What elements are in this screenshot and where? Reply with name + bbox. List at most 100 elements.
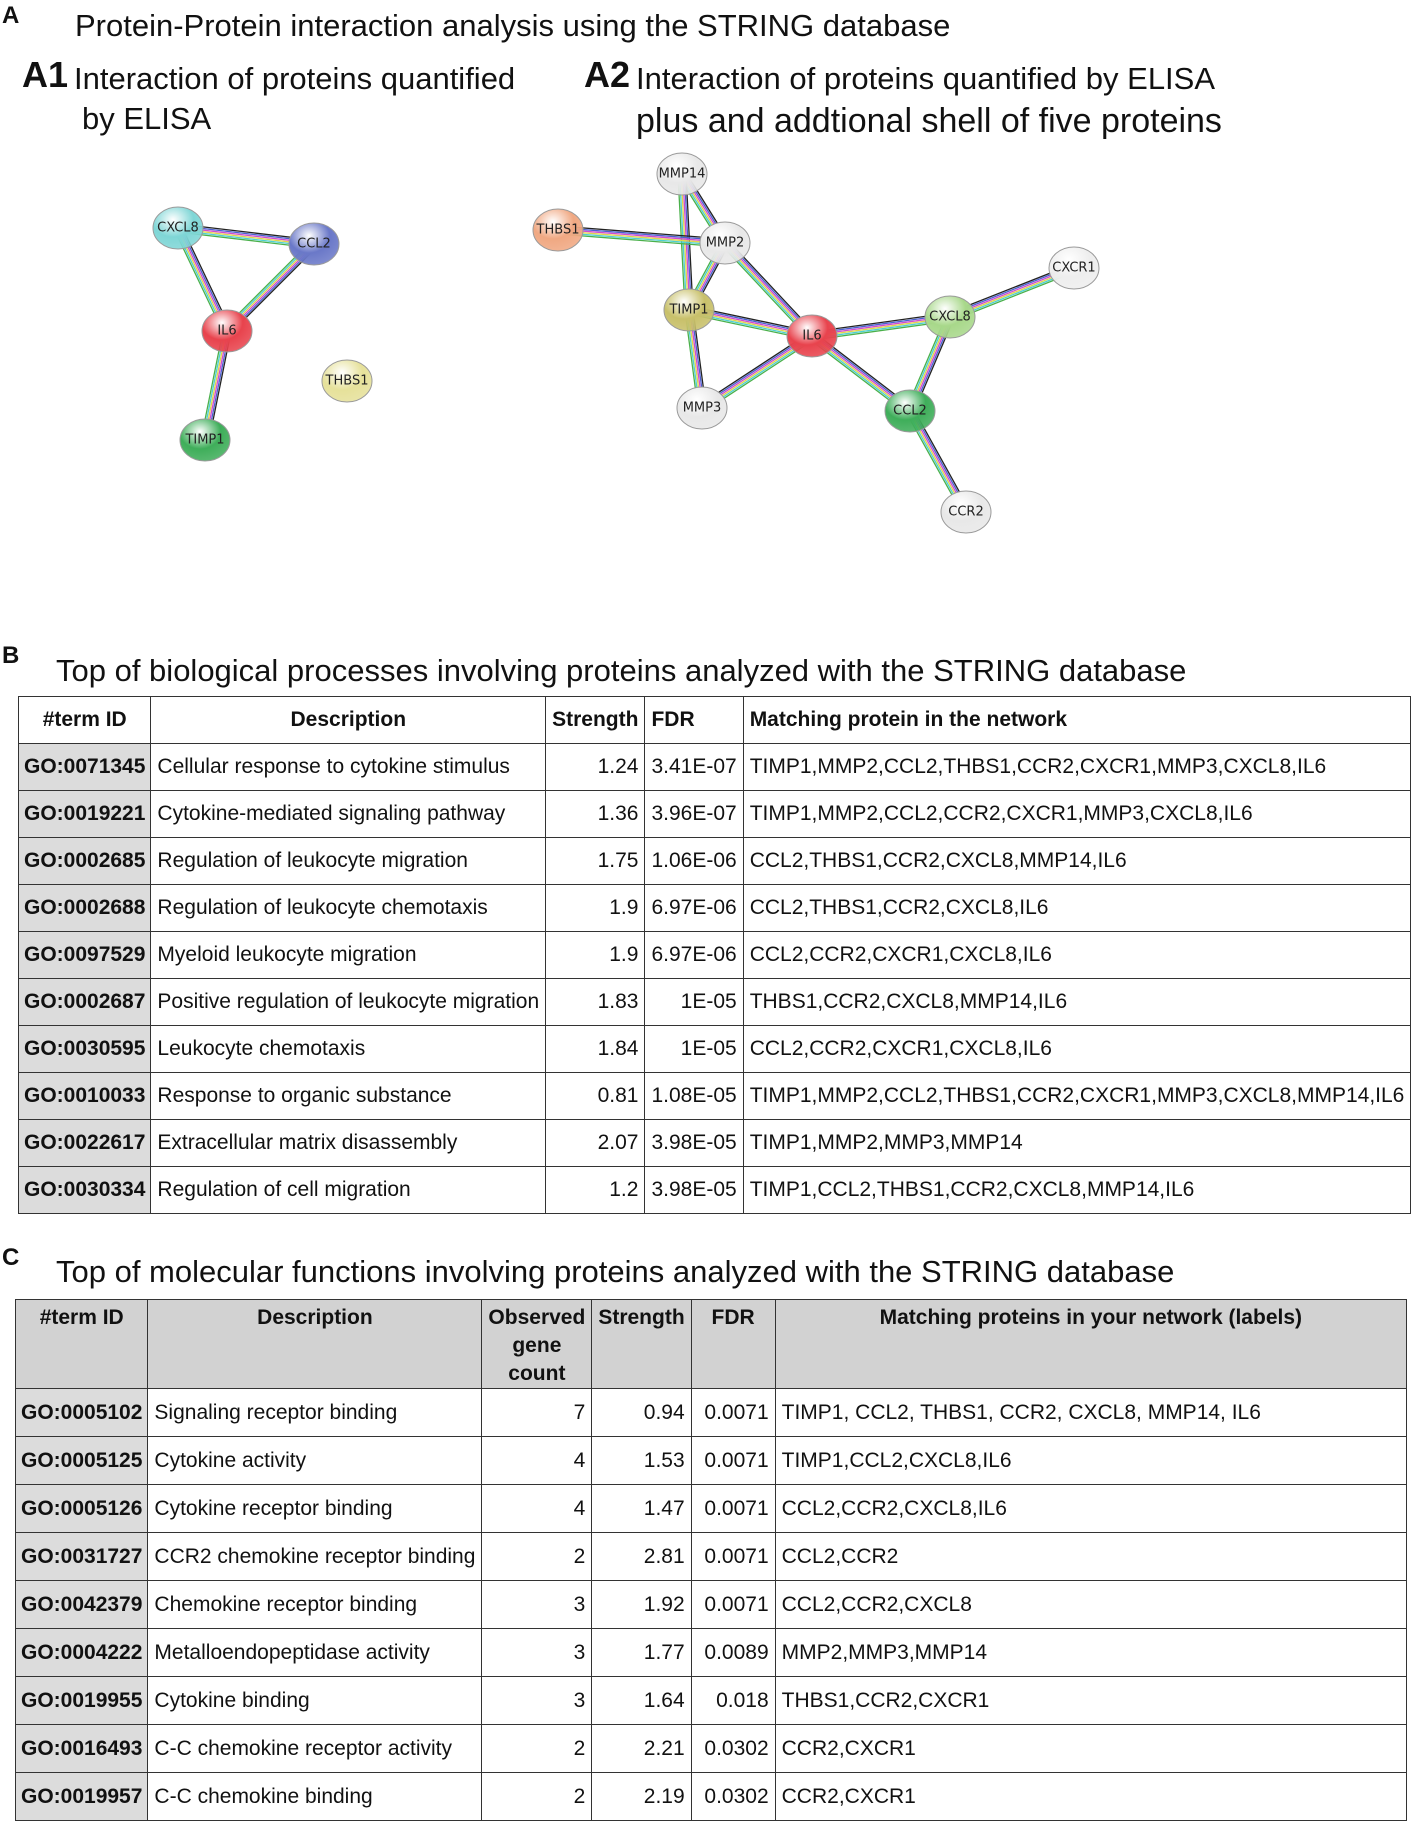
text-cell: Regulation of leukocyte migration — [150, 837, 547, 885]
text-cell: Cytokine-mediated signaling pathway — [150, 790, 547, 838]
numeric-cell: 3.96E-07 — [644, 790, 744, 838]
node-circle — [201, 309, 253, 353]
node-circle — [663, 288, 715, 332]
node-cxcl8: CXCL8 — [152, 206, 204, 250]
text-cell: Positive regulation of leukocyte migrati… — [150, 978, 547, 1026]
node-label: MMP3 — [683, 401, 722, 416]
node-il6: IL6 — [786, 314, 838, 358]
node-label: MMP14 — [659, 167, 706, 182]
text-cell: THBS1,CCR2,CXCL8,MMP14,IL6 — [742, 978, 1412, 1026]
numeric-cell: 0.018 — [690, 1676, 776, 1725]
node-label: CCL2 — [297, 237, 331, 252]
col-header-matching-proteins: Matching proteins in your network (label… — [774, 1299, 1408, 1389]
text-cell: THBS1,CCR2,CXCR1 — [774, 1676, 1408, 1725]
term-id-cell: GO:0030595 — [17, 1025, 152, 1073]
node-circle — [179, 418, 231, 462]
numeric-cell: 3 — [481, 1580, 593, 1629]
text-cell: TIMP1,MMP2,MMP3,MMP14 — [742, 1119, 1412, 1167]
panel-c-title: Top of molecular functions involving pro… — [56, 1254, 1175, 1289]
numeric-cell: 2 — [481, 1772, 593, 1821]
node-label: IL6 — [802, 329, 821, 344]
term-id-cell: GO:0002688 — [17, 884, 152, 932]
node-circle — [676, 386, 728, 430]
text-cell: TIMP1,MMP2,CCL2,CCR2,CXCR1,MMP3,CXCL8,IL… — [742, 790, 1412, 838]
node-label: THBS1 — [325, 374, 369, 389]
term-id-cell: GO:0097529 — [17, 931, 152, 979]
col-header-strength: Strength — [545, 696, 646, 744]
numeric-cell: 0.0071 — [690, 1436, 776, 1485]
node-circle — [786, 314, 838, 358]
numeric-cell: 3 — [481, 1628, 593, 1677]
node-circle — [699, 221, 751, 265]
numeric-cell: 1.9 — [545, 931, 646, 979]
text-cell: TIMP1,MMP2,CCL2,THBS1,CCR2,CXCR1,MMP3,CX… — [742, 743, 1412, 791]
numeric-cell: 0.0071 — [690, 1388, 776, 1437]
node-label: MMP2 — [706, 236, 745, 251]
numeric-cell: 0.0071 — [690, 1484, 776, 1533]
table-header-row: #term ID Description Strength FDR Matchi… — [17, 696, 1412, 744]
col-header-description: Description — [147, 1299, 483, 1389]
text-cell: TIMP1, CCL2, THBS1, CCR2, CXCL8, MMP14, … — [774, 1388, 1408, 1437]
panel-a1-letter: A1 — [22, 54, 69, 95]
numeric-cell: 0.0089 — [690, 1628, 776, 1677]
numeric-cell: 1.06E-06 — [644, 837, 744, 885]
text-cell: TIMP1,CCL2,CXCL8,IL6 — [774, 1436, 1408, 1485]
col-header-term-id: #term ID — [17, 696, 152, 744]
panel-a1-title-line1: Interaction of proteins quantified — [74, 61, 516, 96]
numeric-cell: 1.36 — [545, 790, 646, 838]
node-label: CXCL8 — [157, 221, 199, 236]
node-ccl2: CCL2 — [288, 222, 340, 266]
numeric-cell: 1.77 — [591, 1628, 692, 1677]
numeric-cell: 3.98E-05 — [644, 1119, 744, 1167]
node-label: CXCL8 — [929, 310, 971, 325]
numeric-cell: 3.98E-05 — [644, 1166, 744, 1214]
node-thbs1: THBS1 — [532, 208, 584, 252]
text-cell: CCR2 chemokine receptor binding — [147, 1532, 483, 1581]
text-cell: Extracellular matrix disassembly — [150, 1119, 547, 1167]
numeric-cell: 1.84 — [545, 1025, 646, 1073]
node-label: TIMP1 — [668, 303, 708, 318]
term-id-cell: GO:0022617 — [17, 1119, 152, 1167]
node-label: CCL2 — [893, 404, 927, 419]
panel-a-title: Protein-Protein interaction analysis usi… — [75, 8, 951, 43]
text-cell: Cytokine receptor binding — [147, 1484, 483, 1533]
numeric-cell: 2 — [481, 1532, 593, 1581]
text-cell: Regulation of leukocyte chemotaxis — [150, 884, 547, 932]
node-label: THBS1 — [536, 223, 580, 238]
text-cell: MMP2,MMP3,MMP14 — [774, 1628, 1408, 1677]
numeric-cell: 1.64 — [591, 1676, 692, 1725]
numeric-cell: 2.81 — [591, 1532, 692, 1581]
panel-a2-title-line2: plus and addtional shell of five protein… — [636, 102, 1222, 140]
term-id-cell: GO:0071345 — [17, 743, 152, 791]
text-cell: CCL2,CCR2,CXCL8,IL6 — [774, 1484, 1408, 1533]
numeric-cell: 1E-05 — [644, 978, 744, 1026]
panel-a2-letter: A2 — [584, 54, 631, 95]
text-cell: TIMP1,CCL2,THBS1,CCR2,CXCL8,MMP14,IL6 — [742, 1166, 1412, 1214]
node-cxcl8: CXCL8 — [924, 295, 976, 339]
numeric-cell: 0.0302 — [690, 1772, 776, 1821]
biological-process-table: #term ID Description Strength FDR Matchi… — [17, 696, 1412, 1214]
node-timp1: TIMP1 — [179, 418, 231, 462]
numeric-cell: 7 — [481, 1388, 593, 1437]
text-cell: Leukocyte chemotaxis — [150, 1025, 547, 1073]
numeric-cell: 6.97E-06 — [644, 884, 744, 932]
col-header-term-id: #term ID — [14, 1299, 149, 1389]
text-cell: CCL2,CCR2,CXCR1,CXCL8,IL6 — [742, 1025, 1412, 1073]
col-header-fdr: FDR — [690, 1299, 776, 1389]
term-id-cell: GO:0031727 — [14, 1532, 149, 1581]
text-cell: Cytokine activity — [147, 1436, 483, 1485]
node-timp1: TIMP1 — [663, 288, 715, 332]
